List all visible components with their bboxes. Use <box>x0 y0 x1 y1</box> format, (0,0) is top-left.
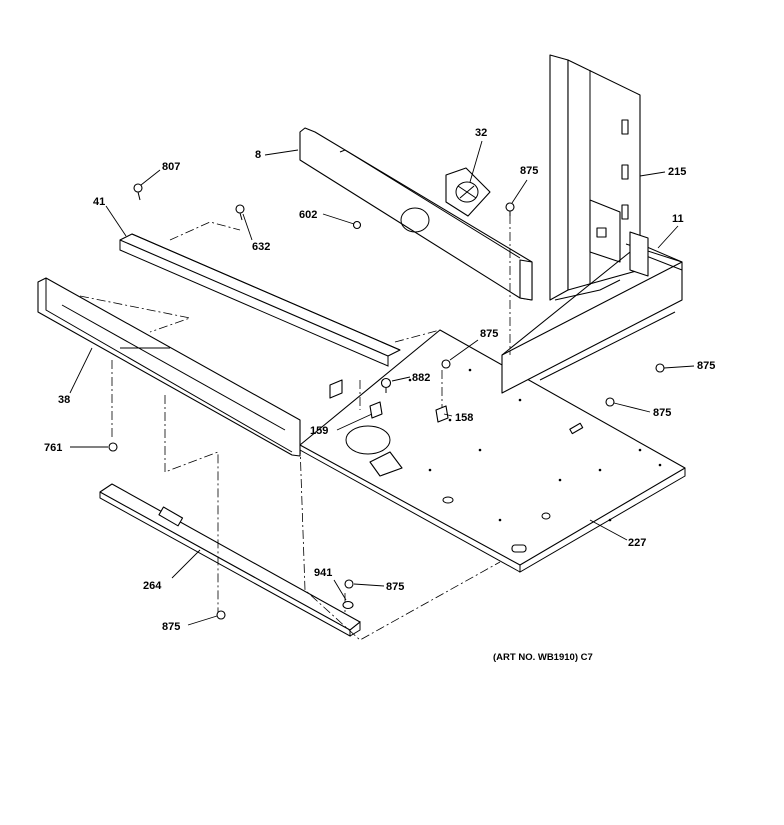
callout-875-mid: 875 <box>480 328 498 340</box>
art-number-caption: (ART NO. WB1910) C7 <box>493 652 593 663</box>
callout-875-r2: 875 <box>653 407 671 419</box>
side-channel-11 <box>501 231 683 394</box>
callout-227: 227 <box>628 537 646 549</box>
screw-875-mid <box>441 359 451 369</box>
callout-941: 941 <box>314 567 332 579</box>
callout-875-top: 875 <box>520 165 538 177</box>
fan-32 <box>445 167 491 217</box>
callout-215: 215 <box>668 166 686 178</box>
side-panel-215 <box>549 54 641 301</box>
screw-882 <box>380 377 392 393</box>
callout-761: 761 <box>44 442 62 454</box>
leader-lines <box>69 140 695 626</box>
callout-labels: 807 41 632 8 602 32 875 215 11 38 875 88… <box>44 127 715 663</box>
callout-8: 8 <box>255 149 261 161</box>
callout-632: 632 <box>252 241 270 253</box>
trim-264 <box>99 483 361 637</box>
bracket-41 <box>119 233 401 399</box>
screw-761 <box>108 442 118 452</box>
screw-875-top <box>505 202 515 216</box>
callout-38: 38 <box>58 394 70 406</box>
callout-41: 41 <box>93 196 105 208</box>
callout-602: 602 <box>299 209 317 221</box>
washer-941 <box>342 600 354 610</box>
screw-807 <box>133 183 143 201</box>
callout-875-r1: 875 <box>697 360 715 372</box>
bottom-pan-227 <box>299 329 686 573</box>
callout-807: 807 <box>162 161 180 173</box>
callout-32: 32 <box>475 127 487 139</box>
callout-875-b2: 875 <box>162 621 180 633</box>
assembly-lines <box>79 215 511 641</box>
screw-875-b1 <box>344 579 354 589</box>
screw-632 <box>235 204 245 221</box>
screw-875-b2 <box>216 610 226 620</box>
screw-875-r1 <box>655 363 665 373</box>
rear-panel-8 <box>299 127 533 301</box>
screw-602 <box>352 220 362 230</box>
clip-158 <box>435 405 449 423</box>
callout-875-b1: 875 <box>386 581 404 593</box>
control-panel-38 <box>37 277 301 457</box>
callout-882: 882 <box>412 372 430 384</box>
callout-158: 158 <box>455 412 473 424</box>
callout-11: 11 <box>672 213 684 225</box>
callout-264: 264 <box>143 580 162 592</box>
screw-875-r2 <box>605 397 615 407</box>
callout-159: 159 <box>310 425 328 437</box>
